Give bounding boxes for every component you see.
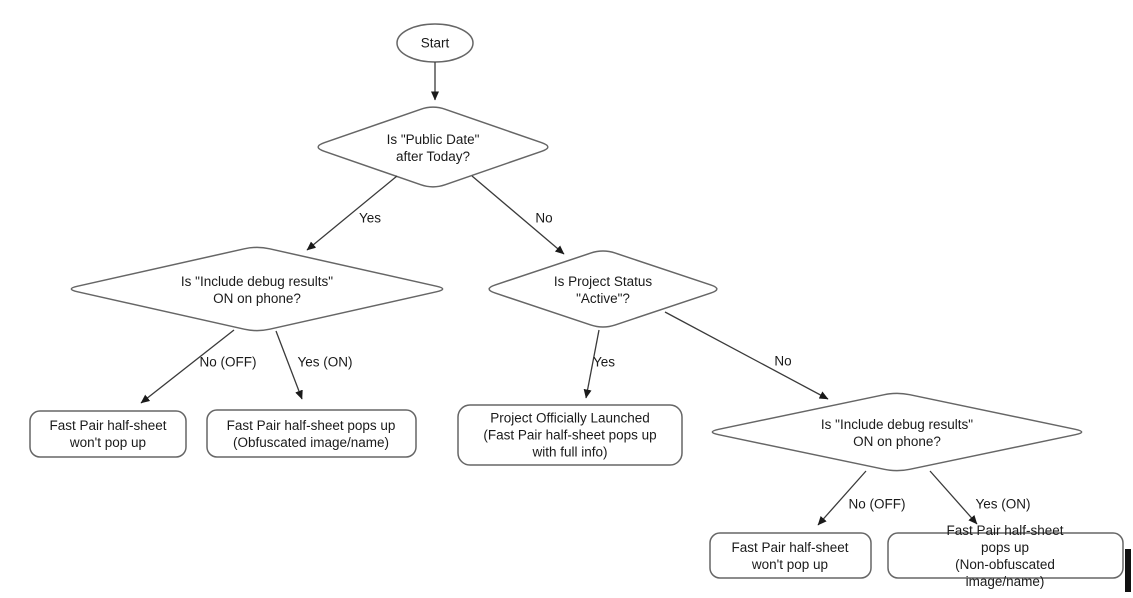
result-no-popup-left-box bbox=[29, 410, 187, 458]
edge-status-no bbox=[664, 311, 829, 400]
result-obfuscated-box bbox=[206, 409, 417, 458]
text-cursor-bar bbox=[1125, 549, 1131, 592]
edge-public-date-no bbox=[471, 175, 565, 255]
decision-debug-left bbox=[70, 246, 444, 332]
decision-public-date bbox=[317, 106, 549, 188]
edge-public-date-yes bbox=[306, 175, 398, 251]
result-non-obfuscated-box bbox=[887, 532, 1124, 579]
start-node bbox=[396, 23, 474, 63]
decision-status bbox=[488, 250, 718, 328]
result-no-popup-right-box bbox=[709, 532, 872, 579]
result-launched-box bbox=[457, 404, 683, 466]
edge-status-yes bbox=[583, 329, 600, 399]
edge-debug-left-no bbox=[140, 329, 235, 404]
edge-debug-left-yes bbox=[275, 330, 303, 400]
edge-debug-right-no bbox=[817, 470, 867, 526]
decision-debug-right bbox=[711, 392, 1083, 472]
edge-debug-right-yes bbox=[929, 470, 978, 525]
